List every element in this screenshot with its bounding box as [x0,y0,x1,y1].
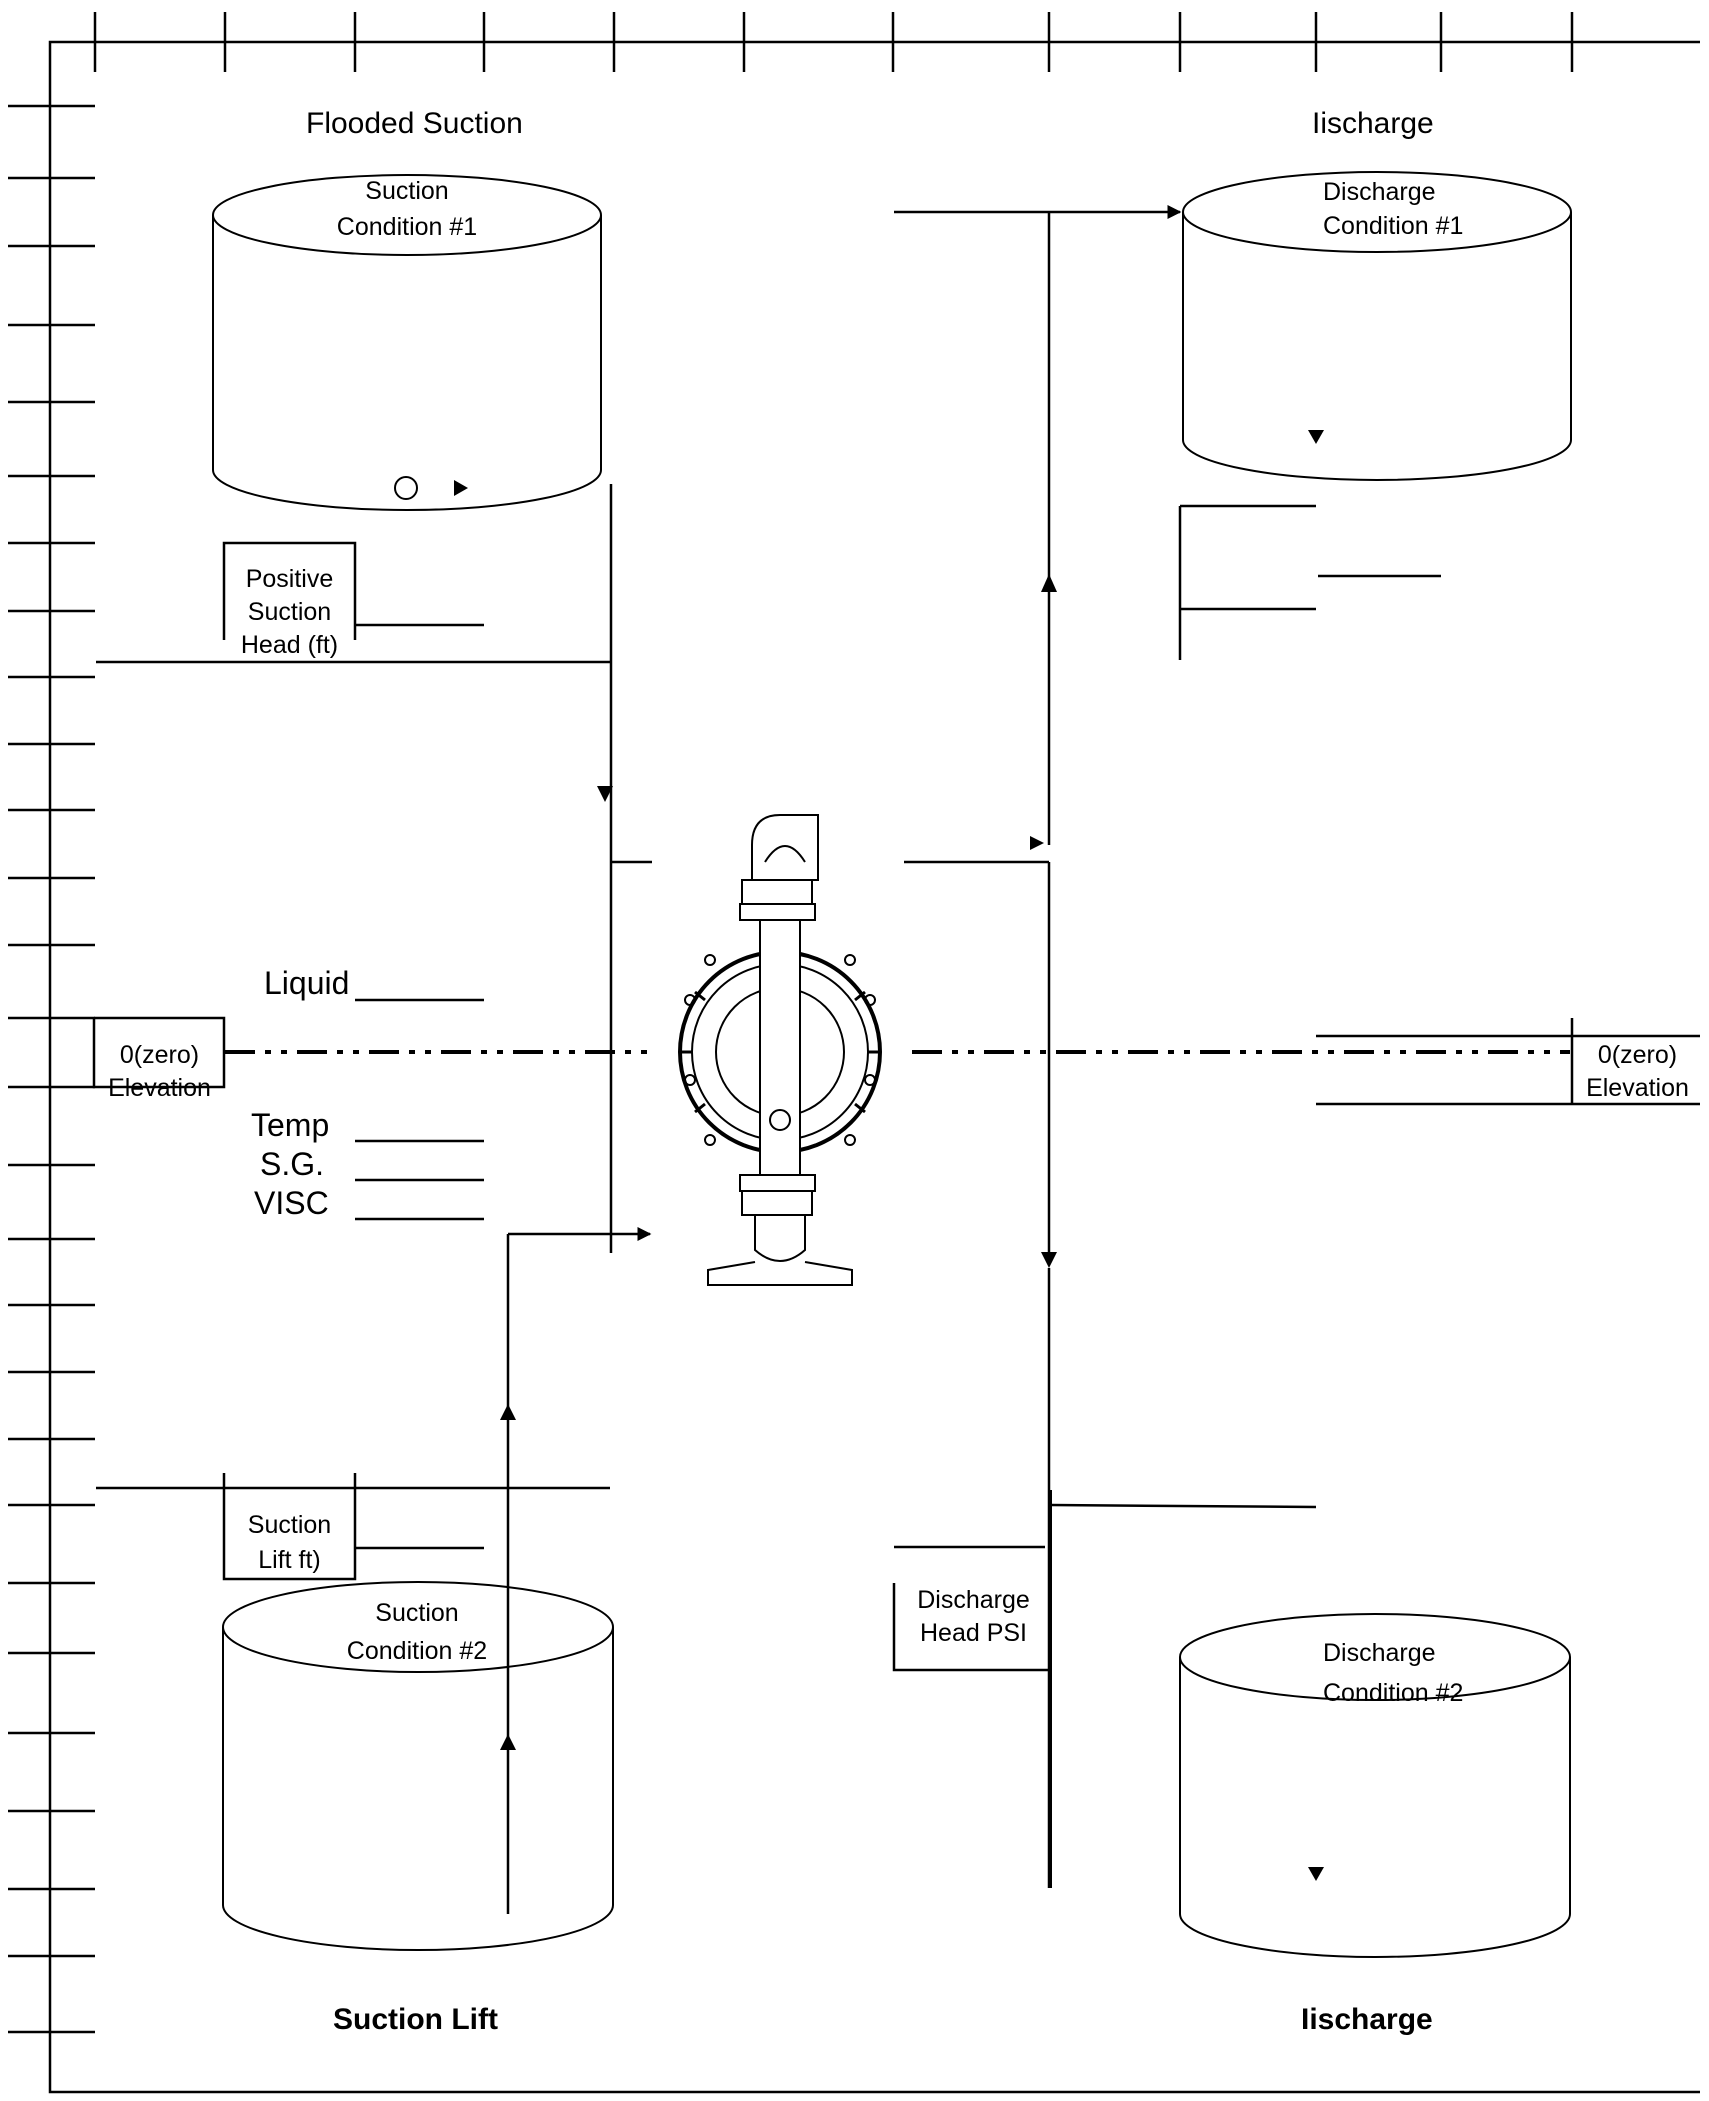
discharge-condition-1-tank [1182,171,1572,481]
discharge-condition-1-label: Discharge Condition #1 [1323,178,1464,240]
temp-label: Temp [251,1107,330,1143]
suction-lift-arrow-upper-icon [500,1404,516,1420]
suction-flow-arrow-icon [597,786,613,802]
suction-lift-arrow-lower-icon [500,1734,516,1750]
flooded-suction-heading: Flooded Suction [306,107,523,140]
discharge-top-heading: Ιischarge [1312,107,1434,140]
suction-condition-2-label: Suction Condition #2 [346,1599,488,1665]
visc-label: VISC [254,1185,329,1221]
box-outlines [92,541,1574,1672]
discharge-2-level-marker-icon [1308,1867,1324,1881]
suction-condition-1-label: Suction Condition #1 [336,177,478,241]
top-ruler-ticks [93,12,1574,72]
suction-condition-1-tank [212,174,602,511]
discharge-flow-arrow-upper-icon [1041,574,1057,592]
suction-lift-heading: Suction Lift [333,2003,498,2036]
discharge-condition-2-tank [1179,1613,1571,1958]
diaphragm-pump-icon [678,814,882,1286]
discharge-head-psi-label: Discharge Head PSI [917,1586,1030,1647]
outer-frame [48,40,1700,2094]
liquid-field-underlines [355,998,484,1221]
discharge-bottom-heading: Ιischarge [1301,2003,1433,2036]
discharge-1-level-marker-icon [1308,430,1324,444]
left-ruler-ticks [8,104,95,2034]
discharge-condition-2-label: Discharge Condition #2 [1323,1639,1464,1707]
positive-suction-head-label: Positive Suction Head (ft) [240,565,339,659]
sg-label: S.G. [260,1146,325,1182]
discharge-flow-arrow-down-icon [1041,1252,1057,1268]
suction-lift-box-label: Suction Lift ft) [247,1511,332,1574]
liquid-level-marker-icon [454,480,468,496]
suction-piping [96,484,652,1914]
liquid-label: Liquid [264,965,350,1001]
discharge-flow-arrow-right-icon [1030,836,1044,850]
zero-elevation-left-label: 0(zero) Elevation [108,1041,211,1102]
valve-symbol-icon [394,476,418,500]
suction-condition-2-tank [222,1581,614,1951]
zero-elevation-right-label: 0(zero) Elevation [1586,1041,1689,1102]
